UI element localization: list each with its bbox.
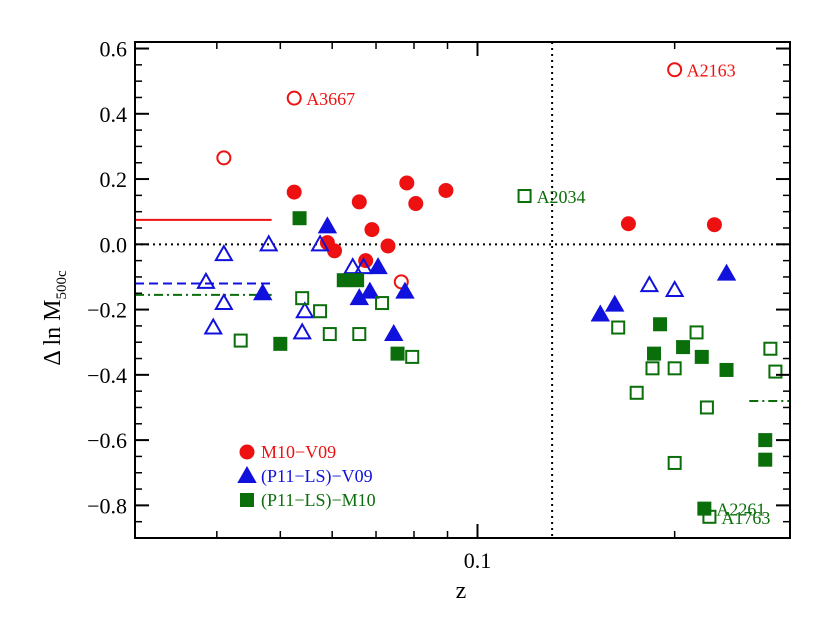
- point-triangle-filled-1-filled-3: [360, 281, 380, 299]
- point-circle-filled-0-filled-0: [286, 184, 302, 200]
- point-triangle-open-1-open-3: [214, 293, 234, 311]
- y-tick-label-0: 0.6: [100, 37, 128, 62]
- point-square-open-2-open-11: [667, 455, 682, 470]
- x-axis-title: z: [456, 578, 467, 604]
- y-tick-label-5: −0.4: [87, 363, 127, 388]
- point-triangle-filled-1-filled-7: [590, 304, 611, 322]
- point-triangle-open-1-open-11: [664, 279, 685, 297]
- y-tick-label-1: 0.4: [100, 102, 128, 127]
- point-triangle-open-1-open-2: [214, 244, 234, 262]
- point-square-open-2-open-3: [322, 327, 337, 342]
- point-square-open-2-open-14: [763, 341, 778, 356]
- y-axis-title-main: Δ ln M: [40, 300, 66, 366]
- plot-frame: [134, 41, 791, 539]
- point-square-filled-2-filled-5: [647, 346, 662, 361]
- point-triangle-open-1-open-7: [310, 234, 330, 252]
- y-tick-label-3: 0.0: [100, 232, 128, 257]
- point-circle-open-0-open-0: [216, 150, 232, 166]
- point-square-filled-2-filled-0: [273, 336, 288, 351]
- y-tick-label-7: −0.8: [87, 493, 127, 518]
- point-triangle-filled-1-filled-6: [395, 281, 415, 299]
- axis-ticks: 0.6 0.4 0.2 0.0 −0.2 −0.4 −0.6 −0.8 0.1: [87, 37, 790, 573]
- y-tick-label-6: −0.6: [87, 428, 127, 453]
- point-circle-filled-0-filled-7: [399, 175, 415, 191]
- point-square-open-2-open-4: [352, 327, 367, 342]
- legend: M10−V09 (P11−LS)−V09 (P11−LS)−M10: [237, 442, 376, 511]
- point-square-open-2-open-12: [689, 325, 704, 340]
- mean-markers: [135, 218, 790, 402]
- y-tick-label-2: 0.2: [100, 167, 128, 192]
- point-triangle-open-1-open-10: [639, 275, 660, 293]
- point-square-filled-2-filled-8: [694, 349, 709, 364]
- point-square-open-2-open_labeled_2-0: [702, 509, 717, 524]
- reference-lines: [135, 42, 790, 538]
- point-triangle-filled-1-filled-1: [317, 216, 338, 234]
- point-square-open-2-open-7: [611, 320, 626, 335]
- point-triangle-open-1-open-5: [292, 322, 312, 340]
- point-triangle-filled-1-filled-9: [716, 263, 737, 281]
- point-square-open-2-open-0: [233, 333, 248, 348]
- point-square-open-2-open-6: [405, 349, 420, 364]
- point-square-open-2-open-13: [699, 400, 714, 415]
- legend-label-1: (P11−LS)−V09: [261, 466, 373, 487]
- point-square-filled-2-filled-11: [758, 452, 773, 467]
- x-tick-label-0: 0.1: [464, 548, 492, 573]
- point-square-filled-2-filled-9: [719, 362, 734, 377]
- point-square-filled-2-filled-1: [292, 211, 307, 226]
- point-square-open-2-open-1: [295, 291, 310, 306]
- legend-marker-triangle: [237, 465, 257, 483]
- point-circle-filled-0-filled-9: [438, 182, 454, 198]
- annotation-label-3: A2261: [716, 500, 765, 520]
- plot-border: [134, 41, 791, 539]
- point-square-open-2-open-15: [768, 364, 783, 379]
- legend-marker-square: [240, 493, 254, 507]
- point-triangle-filled-1-filled-8: [604, 294, 625, 312]
- point-triangle-filled-1-filled-0: [252, 283, 273, 301]
- legend-marker-circle: [239, 444, 255, 460]
- y-axis-title: Δ ln M500c: [40, 270, 70, 366]
- point-square-filled-2-filled-7: [676, 340, 691, 355]
- point-triangle-open-1-open-9: [353, 257, 374, 275]
- point-square-open-2-open_labeled-0: [517, 189, 532, 204]
- point-triangle-open-1-open-1: [203, 317, 223, 335]
- annotation-label-2: A2034: [537, 187, 586, 207]
- y-tick-label-4: −0.2: [87, 298, 127, 323]
- y-axis-title-sub: 500c: [54, 270, 70, 300]
- point-triangle-open-1-open-6: [295, 301, 315, 319]
- annotation-label-1: A2163: [687, 61, 736, 81]
- point-triangle-filled-1-filled-5: [384, 324, 404, 342]
- data-points: [196, 62, 783, 524]
- annotation-label-4: A1763: [721, 508, 770, 528]
- point-square-open-2-open-5: [375, 296, 390, 311]
- point-circle-open-0-open_labeled-1: [667, 62, 683, 78]
- point-circle-filled-0-filled-3: [351, 194, 367, 210]
- point-square-open-2-open-10: [667, 361, 682, 376]
- point-square-filled-2-filled-2: [336, 273, 351, 288]
- point-circle-filled-0-filled-2: [327, 243, 343, 259]
- point-square-filled-2-filled-6: [653, 317, 668, 332]
- point-circle-filled-0-filled-10: [620, 216, 636, 232]
- point-circle-filled-0-filled-4: [358, 253, 374, 269]
- point-square-filled-2-filled-3: [350, 273, 365, 288]
- legend-label-2: (P11−LS)−M10: [261, 490, 376, 511]
- point-circle-filled-0-filled-6: [380, 238, 396, 254]
- point-square-filled-2-filled-10: [758, 433, 773, 448]
- point-triangle-open-1-open-4: [258, 234, 279, 252]
- point-square-open-2-open-9: [645, 361, 660, 376]
- point-square-open-2-open-2: [313, 304, 328, 319]
- point-circle-filled-0-filled-5: [364, 222, 380, 238]
- legend-label-0: M10−V09: [261, 442, 336, 462]
- point-triangle-open-1-open-8: [343, 257, 363, 275]
- point-triangle-open-1-open-0: [196, 271, 216, 289]
- point-square-filled-2-filled-4: [390, 346, 405, 361]
- point-square-open-2-open-8: [629, 385, 644, 400]
- point-circle-filled-0-filled-11: [706, 217, 722, 233]
- point-circle-open-0-open_labeled-0: [286, 90, 302, 106]
- point-circle-filled-0-filled-8: [408, 196, 424, 212]
- point-triangle-filled-1-filled-4: [368, 257, 388, 275]
- annotation-label-0: A3667: [306, 89, 355, 109]
